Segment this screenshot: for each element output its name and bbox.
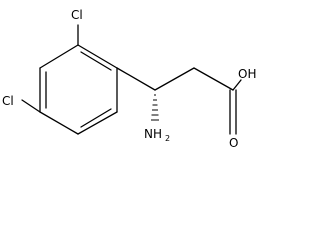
cl-left-bond [21, 99, 41, 113]
hashed-wedge-bond [151, 94, 159, 121]
cl-left-label: Cl [2, 94, 14, 108]
ring-bond-4 [39, 111, 79, 135]
ring-bond-3 [77, 111, 118, 135]
chemical-structure: Cl Cl OH O NH 2 [2, 8, 256, 150]
ch2-to-carboxyl-bond [193, 67, 234, 91]
hydroxyl-label: OH [238, 67, 256, 81]
benzene-ring [39, 44, 118, 135]
ring-bond-1 [77, 44, 118, 69]
ring-to-chiral-bond [116, 67, 156, 91]
chiral-to-ch2-bond [154, 67, 195, 91]
amine-label: NH [144, 127, 162, 141]
ring-double-bond-2 [80, 108, 112, 128]
ring-bond-6 [39, 44, 79, 69]
cl-top-label: Cl [71, 8, 83, 22]
carbonyl-oxygen-label: O [229, 136, 238, 150]
amine-group: NH 2 [144, 127, 170, 143]
ring-double-bond-1 [80, 51, 112, 71]
amine-subscript: 2 [165, 134, 170, 143]
c-oh-bond [232, 79, 242, 91]
